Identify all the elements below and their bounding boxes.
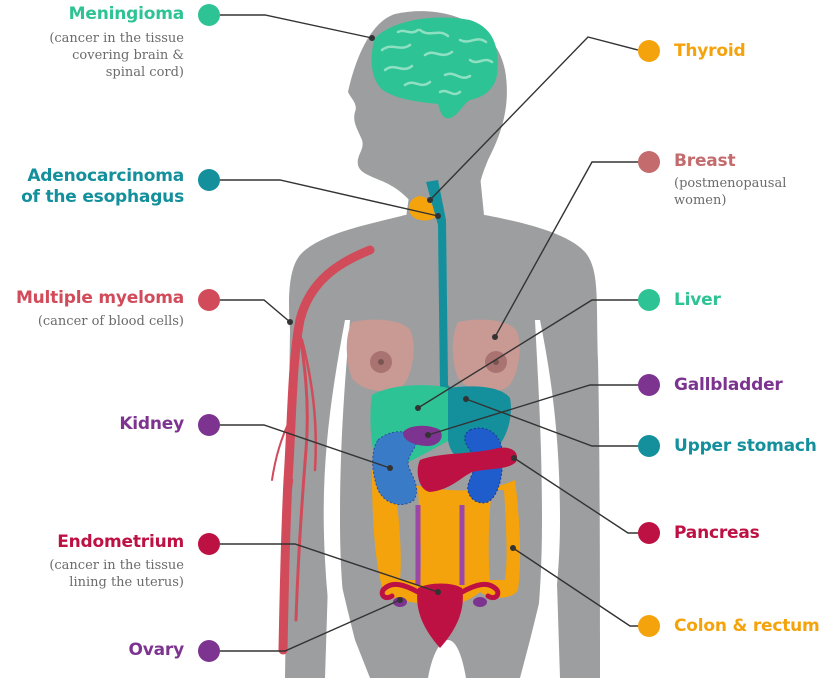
- liver-title: Liver: [674, 290, 721, 310]
- kidney-title: Kidney: [119, 414, 184, 434]
- upper-stomach-label: Upper stomach: [674, 436, 817, 457]
- colon-title: Colon & rectum: [674, 616, 820, 636]
- colon-marker-dot: [638, 615, 660, 637]
- meningioma-label: Meningioma (cancer in the tissue coverin…: [49, 4, 184, 81]
- pancreas-marker-dot: [638, 522, 660, 544]
- gallbladder-label: Gallbladder: [674, 375, 783, 396]
- liver-marker-dot: [638, 289, 660, 311]
- upper-stomach-marker-dot: [638, 435, 660, 457]
- esophagus-title-line-2: of the esophagus: [21, 187, 184, 207]
- blood-vessels: [271, 245, 375, 655]
- upper-stomach-title: Upper stomach: [674, 436, 817, 456]
- myeloma-label: Multiple myeloma (cancer of blood cells): [16, 288, 184, 330]
- esophagus-title-line-1: Adenocarcinoma: [27, 166, 184, 186]
- meningioma-subtitle-1: (cancer in the tissue: [49, 31, 184, 46]
- meningioma-subtitle-2: covering brain &: [72, 48, 184, 63]
- endometrium-marker-dot: [198, 533, 220, 555]
- pancreas-organ: [417, 447, 518, 492]
- endometrium-subtitle-2: lining the uterus): [69, 575, 184, 590]
- gallbladder-title: Gallbladder: [674, 375, 783, 395]
- thyroid-label: Thyroid: [674, 41, 746, 62]
- ovary-marker-dot: [198, 640, 220, 662]
- ovary-label: Ovary: [128, 640, 185, 661]
- gallbladder-organ: [402, 425, 442, 446]
- myeloma-title: Multiple myeloma: [15, 288, 184, 308]
- gallbladder-marker-dot: [638, 374, 660, 396]
- thyroid-title: Thyroid: [674, 41, 746, 61]
- myeloma-marker-dot: [198, 289, 220, 311]
- pancreas-title: Pancreas: [674, 523, 760, 543]
- breasts: [346, 319, 520, 392]
- ovary-right: [473, 597, 487, 607]
- esophagus-label: Adenocarcinoma of the esophagus: [21, 166, 184, 208]
- endometrium-label: Endometrium (cancer in the tissue lining…: [49, 532, 184, 591]
- leader-lines: [220, 14, 639, 652]
- kidney-label: Kidney: [119, 414, 184, 435]
- thyroid-marker-dot: [638, 40, 660, 62]
- pancreas-label: Pancreas: [674, 523, 760, 544]
- arm-gaps: [323, 320, 560, 678]
- brain: [371, 17, 498, 119]
- endometrium-subtitle-1: (cancer in the tissue: [49, 558, 184, 573]
- endometrium-title: Endometrium: [57, 532, 184, 552]
- ureters: [415, 505, 465, 585]
- breast-subtitle-2: women): [674, 193, 727, 208]
- myeloma-subtitle: (cancer of blood cells): [37, 314, 184, 329]
- breast-label: Breast (postmenopausal women): [674, 151, 786, 209]
- esophagus-organ: [426, 180, 476, 410]
- uterus: [379, 581, 501, 648]
- meningioma-marker-dot: [198, 4, 220, 26]
- meningioma-title: Meningioma: [68, 4, 185, 24]
- ovary-title: Ovary: [128, 640, 185, 660]
- kidney-marker-dot: [198, 414, 220, 436]
- breast-marker-dot: [638, 151, 660, 173]
- breast-title: Breast: [674, 151, 736, 171]
- colon-label: Colon & rectum: [674, 616, 820, 637]
- leader-endpoints: [287, 35, 517, 603]
- breast-subtitle-1: (postmenopausal: [674, 176, 787, 191]
- liver-label: Liver: [674, 290, 721, 311]
- meningioma-subtitle-3: spinal cord): [105, 65, 184, 80]
- esophagus-marker-dot: [198, 169, 220, 191]
